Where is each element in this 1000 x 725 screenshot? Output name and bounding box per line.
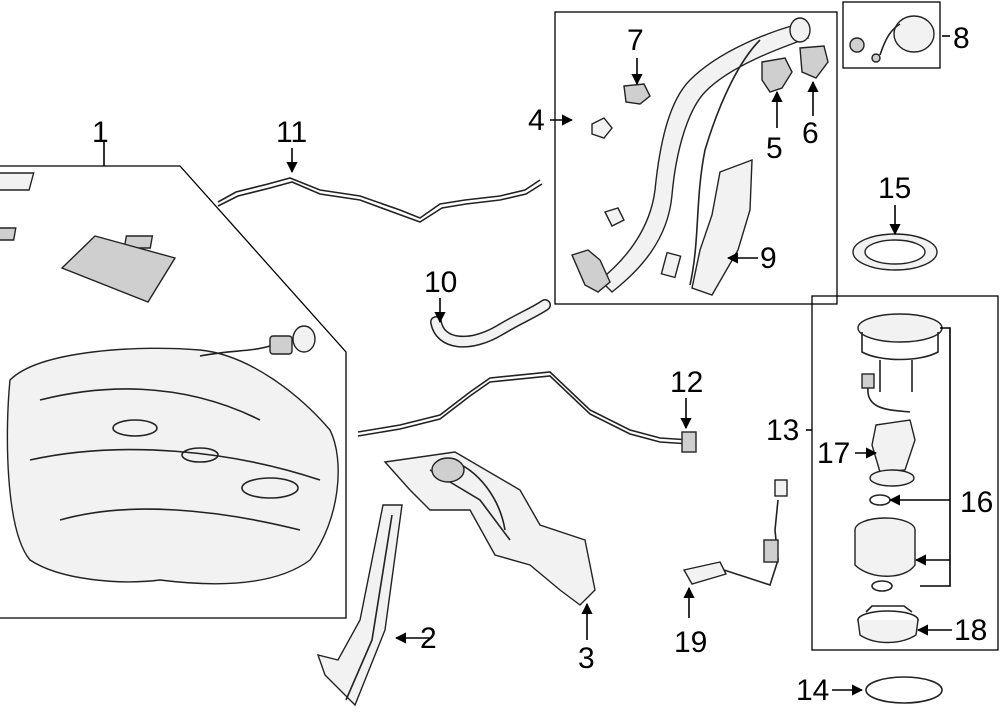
fuel-cap-group-box: [842, 1, 941, 69]
callout-6: 6: [802, 117, 819, 150]
callout-10: 10: [424, 266, 457, 299]
vent-tube-11: [217, 177, 543, 223]
callout-12: 12: [670, 366, 703, 399]
filler-bracket: [660, 158, 753, 296]
callout-13: 13: [766, 414, 799, 447]
filter-and-orings: [854, 494, 916, 592]
callout-2: 2: [420, 622, 437, 655]
leader-lines: [103, 35, 952, 696]
fuel-filler-neck: [571, 17, 811, 293]
clip-6: [799, 45, 829, 79]
callout-4: 4: [528, 104, 545, 137]
callout-3: 3: [578, 642, 595, 675]
fuel-tank: [0, 172, 339, 585]
callout-9: 9: [760, 242, 777, 275]
callout-19: 19: [674, 626, 707, 659]
fuel-pump-module: [857, 313, 943, 413]
callout-1: 1: [92, 116, 109, 149]
hose-10: [430, 299, 551, 348]
fuel-pump-group-box: [811, 295, 999, 651]
fuel-tank-group-outline: [0, 165, 347, 619]
fuel-pump: [869, 419, 916, 487]
callout-8: 8: [953, 22, 970, 55]
callout-15: 15: [878, 172, 911, 205]
level-sensor: [682, 479, 788, 587]
callout-16: 16: [960, 486, 993, 519]
fuel-line-12: [357, 371, 697, 453]
heat-shield: [383, 451, 596, 606]
lock-ring: [857, 605, 919, 644]
grommet-7: [591, 83, 651, 227]
sender-seal: [852, 233, 938, 271]
callout-17: 17: [817, 437, 850, 470]
tank-gasket: [865, 676, 943, 704]
tank-strap: [316, 504, 403, 707]
callout-5: 5: [766, 132, 783, 165]
callout-7: 7: [627, 24, 644, 57]
filler-neck-group-box: [554, 11, 838, 305]
callout-14: 14: [796, 674, 829, 707]
clip-5: [761, 57, 793, 93]
callout-18: 18: [954, 614, 987, 647]
callout-11: 11: [276, 116, 307, 149]
fuel-cap: [849, 15, 935, 63]
